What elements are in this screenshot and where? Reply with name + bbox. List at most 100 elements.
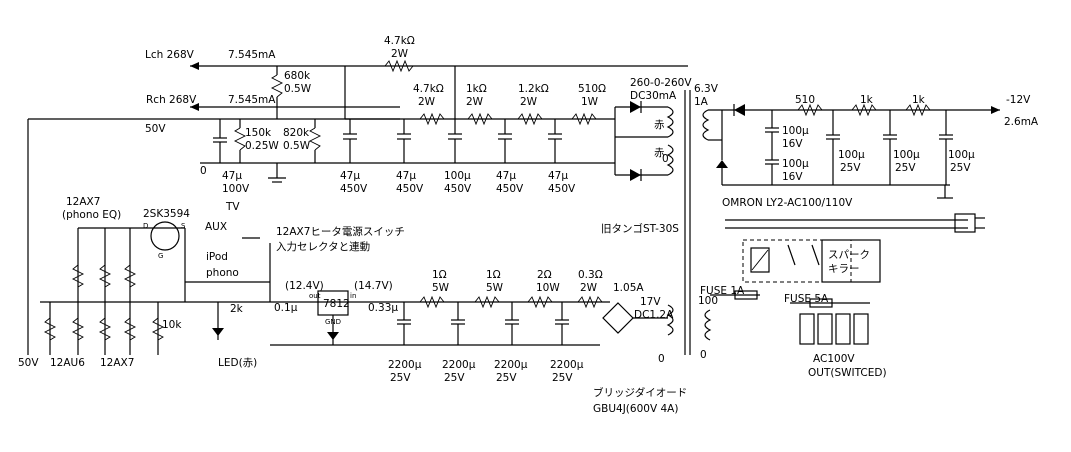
minus12-arrow-icon: [991, 106, 1000, 114]
label-rch: Rch 268V: [146, 94, 197, 106]
label-fet: 2SK3594: [143, 208, 190, 220]
label-r2-w: 10W: [536, 282, 560, 294]
label-phono: phono: [206, 267, 239, 279]
heater-resistors: [797, 103, 931, 117]
bottom-resistors: [419, 295, 603, 309]
label-r10k: 10k: [162, 319, 182, 331]
label-c2-v: 450V: [340, 183, 368, 195]
spark-killer-box: [821, 239, 881, 283]
label-hc4-v: 25V: [895, 162, 916, 174]
label-bc2: 2200μ: [442, 359, 476, 371]
label-switch-note1: 12AX7ヒータ電源スイッチ: [276, 225, 405, 238]
label-r2: 2Ω: [537, 269, 552, 281]
bplus-resistors: [419, 112, 597, 126]
label-12ax7-pe: 12AX7: [66, 196, 100, 208]
relay-coil-icon: [750, 247, 770, 273]
label-bridge2: GBU4J(600V 4A): [593, 403, 678, 415]
resistor-680k: [270, 74, 284, 98]
label-minus12: -12V: [1006, 94, 1031, 106]
label-r1b-w: 5W: [486, 282, 504, 294]
relay-contact-1: [787, 244, 796, 266]
label-fet-g: G: [158, 252, 163, 260]
label-c2: 47μ: [340, 170, 360, 182]
tube-heaters: [43, 227, 185, 355]
label-reg-in: in: [350, 292, 356, 300]
label-lch: Lch 268V: [145, 49, 195, 61]
reg-diode-icon: [327, 332, 339, 340]
label-v14-7: (14.7V): [354, 280, 393, 292]
label-i2-6: 2.6mA: [1004, 116, 1039, 128]
label-v6-3: 6.3V: [694, 83, 719, 95]
label-r1k2-w: 2W: [520, 96, 538, 108]
label-bot-12au6: 12AU6: [50, 357, 85, 369]
label-zero-h: 0: [658, 353, 665, 365]
label-omron: OMRON LY2-AC100/110V: [722, 197, 853, 209]
ac-plug-icon: [954, 213, 976, 233]
label-c01: 0.1μ: [274, 302, 298, 314]
relay-contact-2: [811, 244, 820, 266]
label-bc4-v: 25V: [552, 372, 573, 384]
label-hc2-v: 16V: [782, 171, 803, 183]
label-bc1-v: 25V: [390, 372, 411, 384]
primary-winding: [704, 309, 712, 341]
label-lch-i: 7.545mA: [228, 49, 276, 61]
heater-winding: [702, 109, 710, 141]
diode-ht-2: [630, 169, 641, 181]
label-r03-w: 2W: [580, 282, 598, 294]
label-hc3-v: 25V: [840, 162, 861, 174]
label-r680k: 680k: [284, 70, 311, 82]
label-bot-12ax7: 12AX7: [100, 357, 134, 369]
label-fet-s: S: [181, 222, 186, 230]
relay-box: [742, 239, 852, 283]
label-bc4: 2200μ: [550, 359, 584, 371]
label-bridge1: ブリッジダイオード: [593, 386, 687, 399]
label-r680k-w: 0.5W: [284, 83, 312, 95]
label-hc5: 100μ: [948, 149, 975, 161]
label-c4-v: 450V: [444, 183, 472, 195]
label-hc1-v: 16V: [782, 138, 803, 150]
label-bc2-v: 25V: [444, 372, 465, 384]
label-r4k7-top: 4.7kΩ: [384, 35, 415, 47]
label-trans-name: 旧タンゴST-30S: [601, 222, 679, 235]
label-red1: 赤: [654, 119, 665, 131]
label-r4k7-2-w: 2W: [418, 96, 436, 108]
label-c033: 0.33μ: [368, 302, 398, 314]
label-reg: 7812: [323, 298, 350, 310]
label-switch-note2: 入力セレクタと連動: [276, 240, 370, 253]
label-r510-w: 1W: [581, 96, 599, 108]
label-bot-50v: 50V: [18, 357, 39, 369]
ht-winding-top: [666, 106, 674, 138]
bplus-caps: [343, 119, 562, 163]
ac-outlets: [799, 313, 869, 345]
rch-arrow-icon: [190, 103, 199, 111]
label-fet-d: D: [143, 222, 148, 230]
label-r4k7-2: 4.7kΩ: [413, 83, 444, 95]
label-bc3-v: 25V: [496, 372, 517, 384]
label-bot-led: LED(赤): [218, 357, 257, 369]
heater-dc-winding: [666, 304, 674, 336]
label-spark2: キラー: [828, 263, 860, 275]
label-bc3: 2200μ: [494, 359, 528, 371]
lch-arrow-icon: [190, 62, 199, 70]
heater-caps: [765, 110, 953, 185]
label-r03: 0.3Ω: [578, 269, 603, 281]
label-r510: 510Ω: [578, 83, 606, 95]
bridge-diode-icon: [602, 302, 634, 334]
label-r1k: 1kΩ: [466, 83, 487, 95]
label-h1k-b: 1k: [912, 94, 926, 106]
label-tv: TV: [225, 201, 240, 213]
label-v12-4: (12.4V): [285, 280, 324, 292]
label-r1k2: 1.2kΩ: [518, 83, 549, 95]
label-hc3: 100μ: [838, 149, 865, 161]
label-pri0: 0: [700, 349, 707, 361]
label-ht-sec-i: DC30mA: [630, 90, 677, 102]
label-c4: 100μ: [444, 170, 471, 182]
bottom-caps: [397, 302, 569, 345]
resistor-820k: [308, 127, 322, 151]
label-r4k7-top-w: 2W: [391, 48, 409, 60]
label-zero-ht: 0: [662, 153, 669, 165]
label-reg-gnd: GND: [325, 318, 341, 326]
label-h1k-a: 1k: [860, 94, 874, 106]
label-red2: 赤: [654, 147, 665, 159]
